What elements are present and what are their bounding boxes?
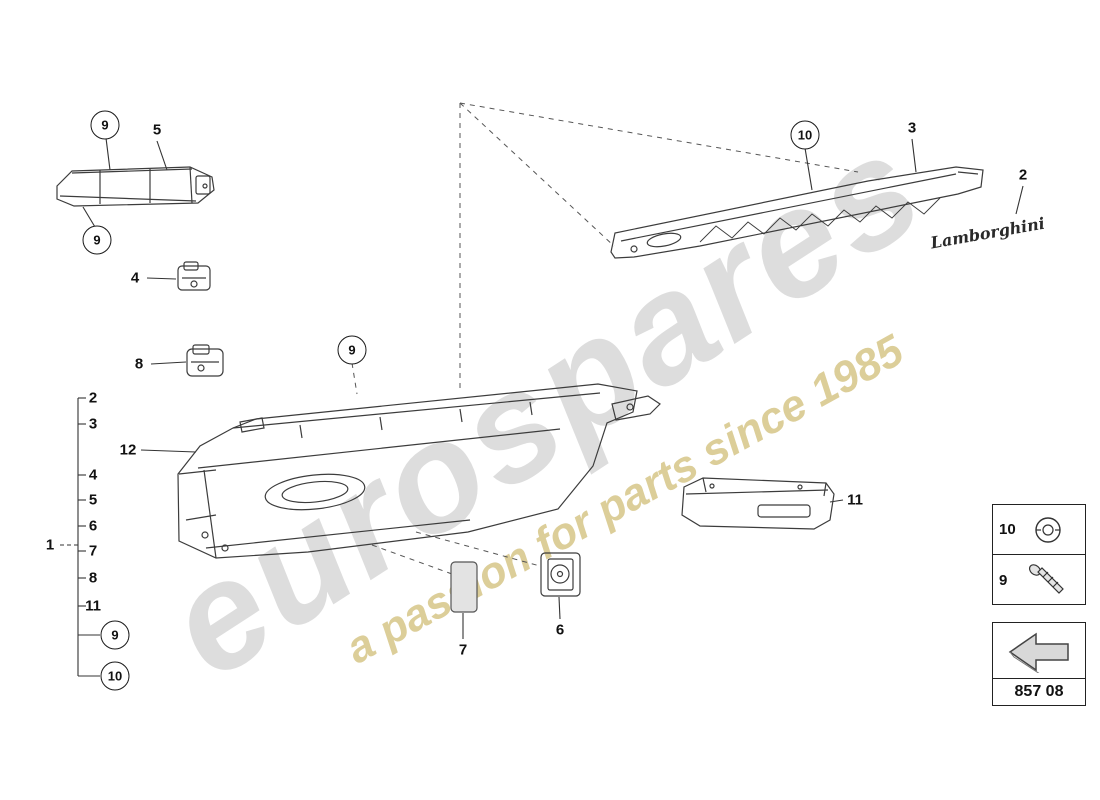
part-4-drawing xyxy=(177,261,211,291)
part-5-drawing xyxy=(56,166,215,207)
callout-9[interactable]: 9 xyxy=(100,620,130,650)
diagram-nav-box[interactable]: 857 08 xyxy=(992,622,1086,706)
leader-lines xyxy=(60,137,1024,677)
trim-strip-drawing xyxy=(610,166,984,259)
callout-4[interactable]: 4 xyxy=(130,269,140,287)
part-6-drawing xyxy=(540,552,581,597)
callout-10[interactable]: 10 xyxy=(790,120,820,150)
callout-2[interactable]: 2 xyxy=(88,389,98,407)
callout-3[interactable]: 3 xyxy=(88,415,98,433)
callout-6[interactable]: 6 xyxy=(555,621,565,639)
callout-11[interactable]: 11 xyxy=(85,597,101,615)
callout-3[interactable]: 3 xyxy=(907,119,917,137)
callout-5[interactable]: 5 xyxy=(88,491,98,509)
callout-7[interactable]: 7 xyxy=(88,542,98,560)
callout-11[interactable]: 11 xyxy=(847,491,863,509)
legend-label-9: 9 xyxy=(999,571,1008,589)
construction-lines xyxy=(351,102,859,575)
callout-1[interactable]: 1 xyxy=(45,536,55,554)
callout-12[interactable]: 12 xyxy=(119,441,137,459)
part-7-drawing xyxy=(450,561,478,613)
back-arrow-icon[interactable] xyxy=(993,623,1085,678)
part-8-drawing xyxy=(186,344,224,377)
callout-8[interactable]: 8 xyxy=(88,569,98,587)
glove-box-drawing xyxy=(177,383,661,559)
part-group-code: 857 08 xyxy=(993,678,1085,705)
callout-5[interactable]: 5 xyxy=(152,121,162,139)
callout-4[interactable]: 4 xyxy=(88,466,98,484)
screw-icon xyxy=(1028,564,1064,594)
clip-icon xyxy=(1035,516,1061,543)
callout-6[interactable]: 6 xyxy=(88,517,98,535)
callout-9[interactable]: 9 xyxy=(82,225,112,255)
fastener-legend-box: 10 9 xyxy=(992,504,1086,605)
callout-8[interactable]: 8 xyxy=(134,355,144,373)
legend-row-screw: 9 xyxy=(993,555,1085,605)
callout-9[interactable]: 9 xyxy=(337,335,367,365)
part-11-drawing xyxy=(681,477,835,530)
callout-10[interactable]: 10 xyxy=(100,661,130,691)
legend-row-clip: 10 xyxy=(993,505,1085,555)
callout-9[interactable]: 9 xyxy=(90,110,120,140)
legend-label-10: 10 xyxy=(999,521,1016,538)
callout-7[interactable]: 7 xyxy=(458,641,468,659)
callout-2[interactable]: 2 xyxy=(1018,166,1028,184)
